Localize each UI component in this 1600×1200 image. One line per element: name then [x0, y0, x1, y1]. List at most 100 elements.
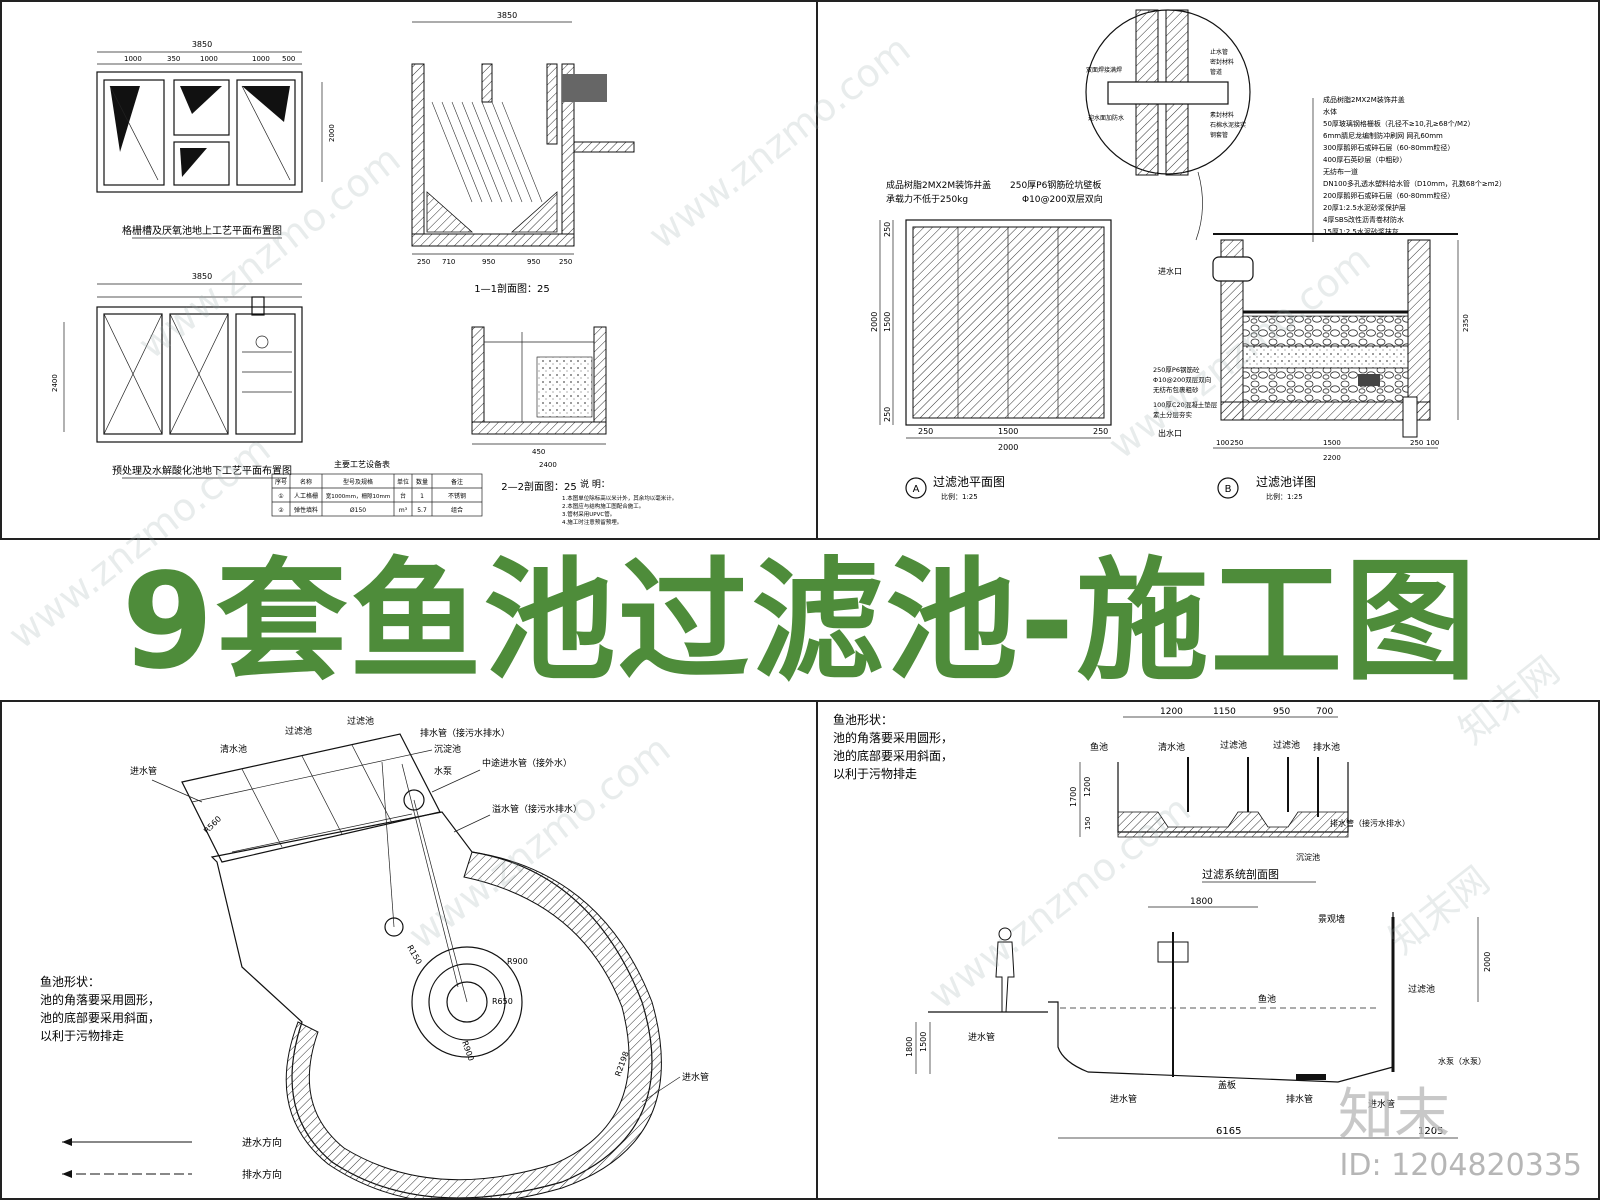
section1-title: 1—1剖面图：25	[474, 282, 549, 295]
dim-top-5: 500	[282, 55, 295, 63]
bottom-side-dim-1: 1500	[919, 1032, 928, 1052]
plan-dim-b2: 250	[1093, 427, 1108, 436]
bottom-dim-0: 6165	[1216, 1126, 1241, 1137]
plan-dim-total: 2000	[998, 443, 1018, 452]
bl-shape-line-2: 以利于污物排走	[40, 1029, 124, 1043]
br-shape-note: 鱼池形状： 池的角落要采用圆形， 池的底部要采用斜面， 以利于污物排走	[833, 713, 953, 781]
top-sediment-label: 沉淀池	[1296, 852, 1320, 862]
section-1: 3850 250 710 950 950 250 1—1剖面图：25	[411, 11, 635, 295]
label-inlet-c: 进水管	[1368, 1098, 1395, 1110]
top-side-dim-1: 1200	[1083, 777, 1092, 797]
layer-notes: 成品树脂2MX2M装饰井盖 水体 50厚玻璃钢格栅板（孔径不≥10,孔≥68个/…	[1312, 95, 1506, 242]
th-2: 型号及规格	[343, 478, 373, 486]
td-1-5: 组合	[451, 506, 463, 514]
layer-3: 6mm腈尼龙编制防冲刷网 网孔60mm	[1323, 131, 1443, 140]
top-dim-0: 1200	[1160, 707, 1183, 717]
wall-note-1: 250厚P6钢筋砼坑壁板	[1010, 179, 1101, 191]
sec1-dim-8: 250	[559, 258, 572, 266]
top-label-filter-1: 过滤池	[1220, 739, 1247, 751]
equipment-table-title: 主要工艺设备表	[334, 459, 390, 469]
plan-scale: 比例：1:25	[941, 492, 978, 501]
radius-r900-a: R900	[507, 957, 528, 966]
detail-dim-2: 1500	[1323, 439, 1341, 447]
circle-note-2: 管道	[1210, 68, 1222, 76]
label-overflow: 溢水管（接污水排水）	[492, 803, 582, 815]
cover-note-2: 承载力不低于250kg	[886, 193, 968, 205]
td-1-4: 5.7	[417, 507, 427, 514]
detail-dim-3: 250	[1410, 439, 1423, 447]
panel-top-right-drawing: 成品树脂2MX2M装饰井盖 承载力不低于250kg 250厚P6钢筋砼坑壁板 Φ…	[816, 0, 1600, 540]
top-dim-1: 1150	[1213, 707, 1236, 717]
radius-r150: R150	[405, 944, 423, 967]
top-pipe-label: 排水管（接污水排水）	[1330, 818, 1410, 828]
svg-text:3850: 3850	[192, 272, 212, 281]
notes-block: 说 明： 1.本图单位除标高以米计外，其余均以毫米计。 2.本图应与结构施工图配…	[562, 478, 677, 526]
label-inlet-1: 进水管	[130, 765, 157, 777]
detail-title: 过滤池详图	[1256, 474, 1316, 489]
plan-dim-ltotal: 2000	[870, 312, 879, 332]
brand-logo: 知末	[1338, 1083, 1450, 1148]
plan-dim-l0: 250	[883, 222, 892, 237]
radius-r650: R650	[492, 997, 513, 1006]
label-pond: 鱼池	[1258, 993, 1276, 1005]
image-id: ID: 1204820335	[1339, 1148, 1582, 1183]
bottom-right-cad-svg: 鱼池形状： 池的角落要采用圆形， 池的底部要采用斜面， 以利于污物排走 1200…	[833, 707, 1492, 1139]
top-side-dim-2: 150	[1084, 817, 1092, 830]
pipe-detail-circle: 双面焊接满焊 迎水面加防水 止水管 密封材料 管道 素封材料 石棉水泥接实 钢套…	[1085, 9, 1251, 241]
label-inlet-a: 进水管	[968, 1031, 995, 1043]
lower-plan-title: 预处理及水解酸化池地下工艺平面布置图	[112, 464, 292, 477]
detail-left-3: 无纺布包裹粗砂	[1153, 385, 1199, 394]
top-left-cad-svg: 3850 1000 350 1000 1000 500 2000 格栅槽及厌氧池…	[51, 11, 677, 526]
detail-left-0: 进水口	[1158, 266, 1182, 276]
flow-legend: 进水方向 排水方向	[62, 1136, 282, 1181]
label-filter-1: 过滤池	[285, 725, 312, 737]
bottom-dim-top: 1800	[1190, 897, 1213, 907]
bottom-dim-1: 1205	[1418, 1126, 1443, 1137]
radius-r900-b: R900	[460, 1040, 476, 1063]
sec2-dim-4: 450	[532, 448, 545, 456]
layer-2: 50厚玻璃钢格栅板（孔径不≥10,孔≥68个/M2）	[1323, 119, 1475, 128]
svg-text:2400: 2400	[51, 374, 59, 392]
br-shape-line-0: 池的角落要采用圆形，	[833, 730, 953, 745]
layer-8: 200厚鹅卵石或碎石层（60-80mm粒径）	[1323, 191, 1454, 200]
th-5: 备注	[451, 478, 463, 486]
filter-plan: 成品树脂2MX2M装饰井盖 承载力不低于250kg 250厚P6钢筋砼坑壁板 Φ…	[870, 179, 1112, 501]
filter-system-section: 1200 1150 950 700 鱼池 清水池 过滤池 过滤池 排水池 170…	[1069, 707, 1410, 883]
label-drain-pipe-b: 排水管	[1286, 1093, 1313, 1105]
label-drain-pipe: 排水管（接污水排水）	[420, 727, 510, 739]
detail-left-6: 出水口	[1158, 428, 1182, 438]
top-dim-3: 700	[1316, 707, 1333, 717]
th-4: 数量	[416, 478, 428, 486]
label-clear-pool: 清水池	[220, 743, 247, 755]
th-3: 单位	[397, 478, 409, 486]
layer-11: 15厚1:2.5水泥砂浆抹灰	[1323, 227, 1399, 236]
top-label-fishpond: 鱼池	[1090, 741, 1108, 753]
layer-10: 4厚SBS改性沥青卷材防水	[1323, 215, 1404, 224]
panel-top-left-drawing: 3850 1000 350 1000 1000 500 2000 格栅槽及厌氧池…	[0, 0, 818, 540]
layer-4: 300厚鹅卵石或碎石层（60-80mm粒径）	[1323, 143, 1454, 152]
bl-shape-line-1: 池的底部要采用斜面，	[40, 1010, 160, 1025]
td-0-0: ①	[278, 493, 283, 500]
note-1: 2.本图应与结构施工图配合施工。	[562, 502, 644, 510]
upper-plan: 3850 1000 350 1000 1000 500 2000 格栅槽及厌氧池…	[96, 40, 336, 239]
dim-top-1: 1000	[124, 55, 142, 63]
pond-section: 1800 1800 1500 2000 景观墙 鱼池 过滤池 进水管 进水管	[905, 897, 1492, 1139]
plan-dim-l2: 250	[883, 407, 892, 422]
br-shape-line-1: 池的底部要采用斜面，	[833, 748, 953, 763]
label-inlet-b: 进水管	[1110, 1093, 1137, 1105]
plan-dim-b1: 1500	[998, 427, 1018, 436]
detail-scale: 比例：1:25	[1266, 492, 1303, 501]
radius-r560: R560	[202, 814, 223, 835]
detail-label-b: B	[1225, 484, 1232, 495]
plan-dim-b0: 250	[918, 427, 933, 436]
plan-label-a: A	[913, 484, 920, 495]
sec1-dim-4: 950	[482, 258, 495, 266]
circle-note-4: 石棉水泥接实	[1210, 121, 1246, 129]
circle-left-1: 迎水面加防水	[1088, 114, 1124, 122]
top-side-dim-0: 1700	[1069, 787, 1078, 807]
section-title: 过滤系统剖面图	[1202, 867, 1279, 881]
circle-left-0: 双面焊接满焊	[1086, 66, 1122, 74]
filter-section: 进水口 250厚P6钢筋砼 Φ10@200双层双向 无纺布包裹粗砂 100厚C2…	[1153, 233, 1470, 501]
legend-inflow: 进水方向	[242, 1136, 282, 1149]
note-3: 4.施工时注意预留预埋。	[562, 518, 622, 526]
